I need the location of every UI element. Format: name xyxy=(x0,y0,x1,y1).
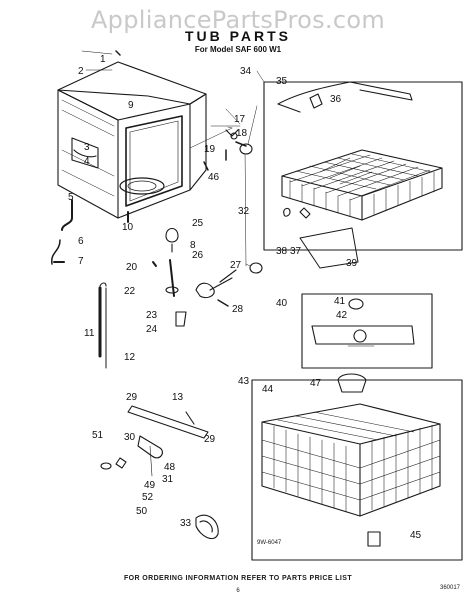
callout-43: 43 xyxy=(238,376,250,387)
callout-7: 7 xyxy=(78,256,84,267)
callout-42: 42 xyxy=(336,310,348,321)
callout-35: 35 xyxy=(276,76,288,87)
model-subtitle: For Model SAF 600 W1 xyxy=(194,45,282,54)
callout-24: 24 xyxy=(146,324,158,335)
callout-22: 22 xyxy=(124,286,136,297)
callout-50: 50 xyxy=(136,506,148,517)
callout-32: 32 xyxy=(238,206,250,217)
callout-41: 41 xyxy=(334,296,346,307)
callout-37: 37 xyxy=(290,246,302,257)
watermark: AppliancePartsPros.com xyxy=(90,6,386,34)
callout-20: 20 xyxy=(126,262,138,273)
callout-52: 52 xyxy=(142,492,154,503)
callout-8: 8 xyxy=(190,240,196,251)
callout-labels: 1 2 3 4 5 6 7 8 9 10 11 12 13 17 18 19 2… xyxy=(68,54,422,541)
callout-31: 31 xyxy=(162,474,174,485)
callout-29-lower: 29 xyxy=(204,434,216,445)
callout-18: 18 xyxy=(236,128,248,139)
document-code: 360017 xyxy=(440,585,461,591)
callout-51: 51 xyxy=(92,430,104,441)
callout-26: 26 xyxy=(192,250,204,261)
callout-29-upper: 29 xyxy=(126,392,138,403)
callout-23: 23 xyxy=(146,310,158,321)
drawing-number: 9W-6047 xyxy=(257,540,282,546)
callout-36: 36 xyxy=(330,94,342,105)
callout-1: 1 xyxy=(100,54,106,65)
page-title: TUB PARTS xyxy=(184,28,292,44)
callout-10: 10 xyxy=(122,222,134,233)
callout-3: 3 xyxy=(84,142,90,153)
lower-rack xyxy=(251,379,463,561)
callout-9: 9 xyxy=(128,100,134,111)
callout-17: 17 xyxy=(234,114,246,125)
callout-44: 44 xyxy=(262,384,274,395)
callout-46: 46 xyxy=(208,172,220,183)
callout-45: 45 xyxy=(410,530,422,541)
callout-33: 33 xyxy=(180,518,192,529)
callout-30: 30 xyxy=(124,432,136,443)
callout-38: 38 xyxy=(276,246,288,257)
upper-rack xyxy=(263,81,463,269)
callout-49: 49 xyxy=(144,480,156,491)
callout-47: 47 xyxy=(310,378,322,389)
callout-25: 25 xyxy=(192,218,204,229)
callout-28: 28 xyxy=(232,304,244,315)
callout-5: 5 xyxy=(68,192,74,203)
callout-27: 27 xyxy=(230,260,242,271)
callout-19: 19 xyxy=(204,144,216,155)
callout-4: 4 xyxy=(84,156,90,167)
callout-39: 39 xyxy=(346,258,358,269)
tub xyxy=(57,61,207,219)
callout-6: 6 xyxy=(78,236,84,247)
callout-13: 13 xyxy=(172,392,184,403)
callout-12: 12 xyxy=(124,352,136,363)
callout-2: 2 xyxy=(78,66,84,77)
callout-11: 11 xyxy=(84,328,95,339)
page-number: 6 xyxy=(236,588,240,594)
callout-40: 40 xyxy=(276,298,288,309)
ordering-footer: FOR ORDERING INFORMATION REFER TO PARTS … xyxy=(123,575,353,582)
callout-34: 34 xyxy=(240,66,252,77)
pump-assembly xyxy=(127,211,237,327)
callout-48: 48 xyxy=(164,462,176,473)
spray-arm-assembly xyxy=(301,293,433,369)
